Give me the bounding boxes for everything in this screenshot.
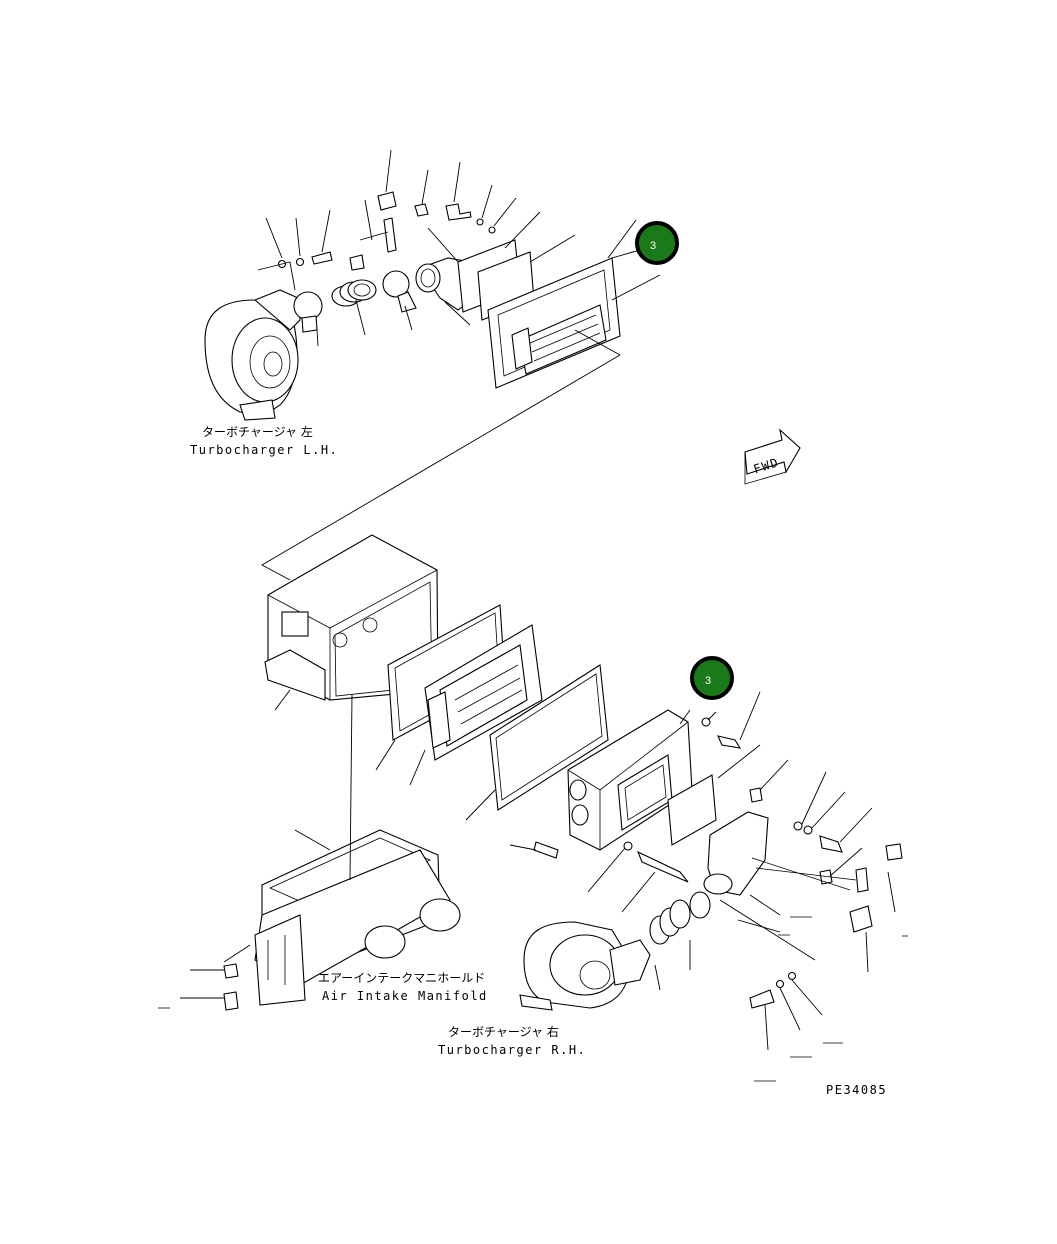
elbow-connector-rh bbox=[703, 811, 769, 896]
reference-ticks bbox=[158, 916, 908, 1082]
aftercooler-core-lh bbox=[487, 257, 621, 389]
callout-badge-2: 3 bbox=[690, 656, 734, 700]
small-parts-rh bbox=[223, 717, 903, 1011]
connector-line-upper bbox=[261, 354, 621, 581]
clamp-lh bbox=[382, 270, 417, 313]
turbo-lh-jp-label: ターボチャージャ 左 bbox=[202, 424, 313, 439]
lower-assembly bbox=[158, 249, 908, 1082]
turbo-rh-en-label: Turbocharger R.H. bbox=[438, 1043, 586, 1057]
aftercooler-core-lower bbox=[424, 624, 543, 761]
badge-1-label: 3 bbox=[650, 240, 656, 252]
manifold-jp-label: エアーインテークマニホールド bbox=[318, 971, 485, 985]
turbocharger-lh bbox=[204, 289, 323, 421]
turbocharger-rh bbox=[519, 921, 651, 1011]
small-parts-lh bbox=[277, 191, 496, 271]
hose-lh bbox=[331, 279, 377, 307]
badge-2-label: 3 bbox=[705, 675, 711, 687]
callout-badge-1: 3 bbox=[635, 221, 679, 265]
aftercooler-housing bbox=[264, 534, 439, 701]
leader-lines-lower bbox=[180, 249, 896, 1051]
hose-rh bbox=[649, 891, 711, 945]
intake-manifold bbox=[254, 829, 461, 1006]
upper-assembly bbox=[204, 149, 661, 421]
drawing-code: PE34085 bbox=[826, 1083, 887, 1097]
gasket-small bbox=[667, 774, 717, 846]
fwd-arrow: FWD bbox=[744, 428, 801, 485]
turbo-rh-jp-label: ターボチャージャ 右 bbox=[448, 1024, 559, 1039]
turbo-lh-en-label: Turbocharger L.H. bbox=[190, 443, 338, 457]
gasket-lower-2 bbox=[489, 664, 609, 811]
manifold-en-label: Air Intake Manifold bbox=[322, 989, 488, 1003]
leader-lines-lh bbox=[257, 149, 661, 356]
